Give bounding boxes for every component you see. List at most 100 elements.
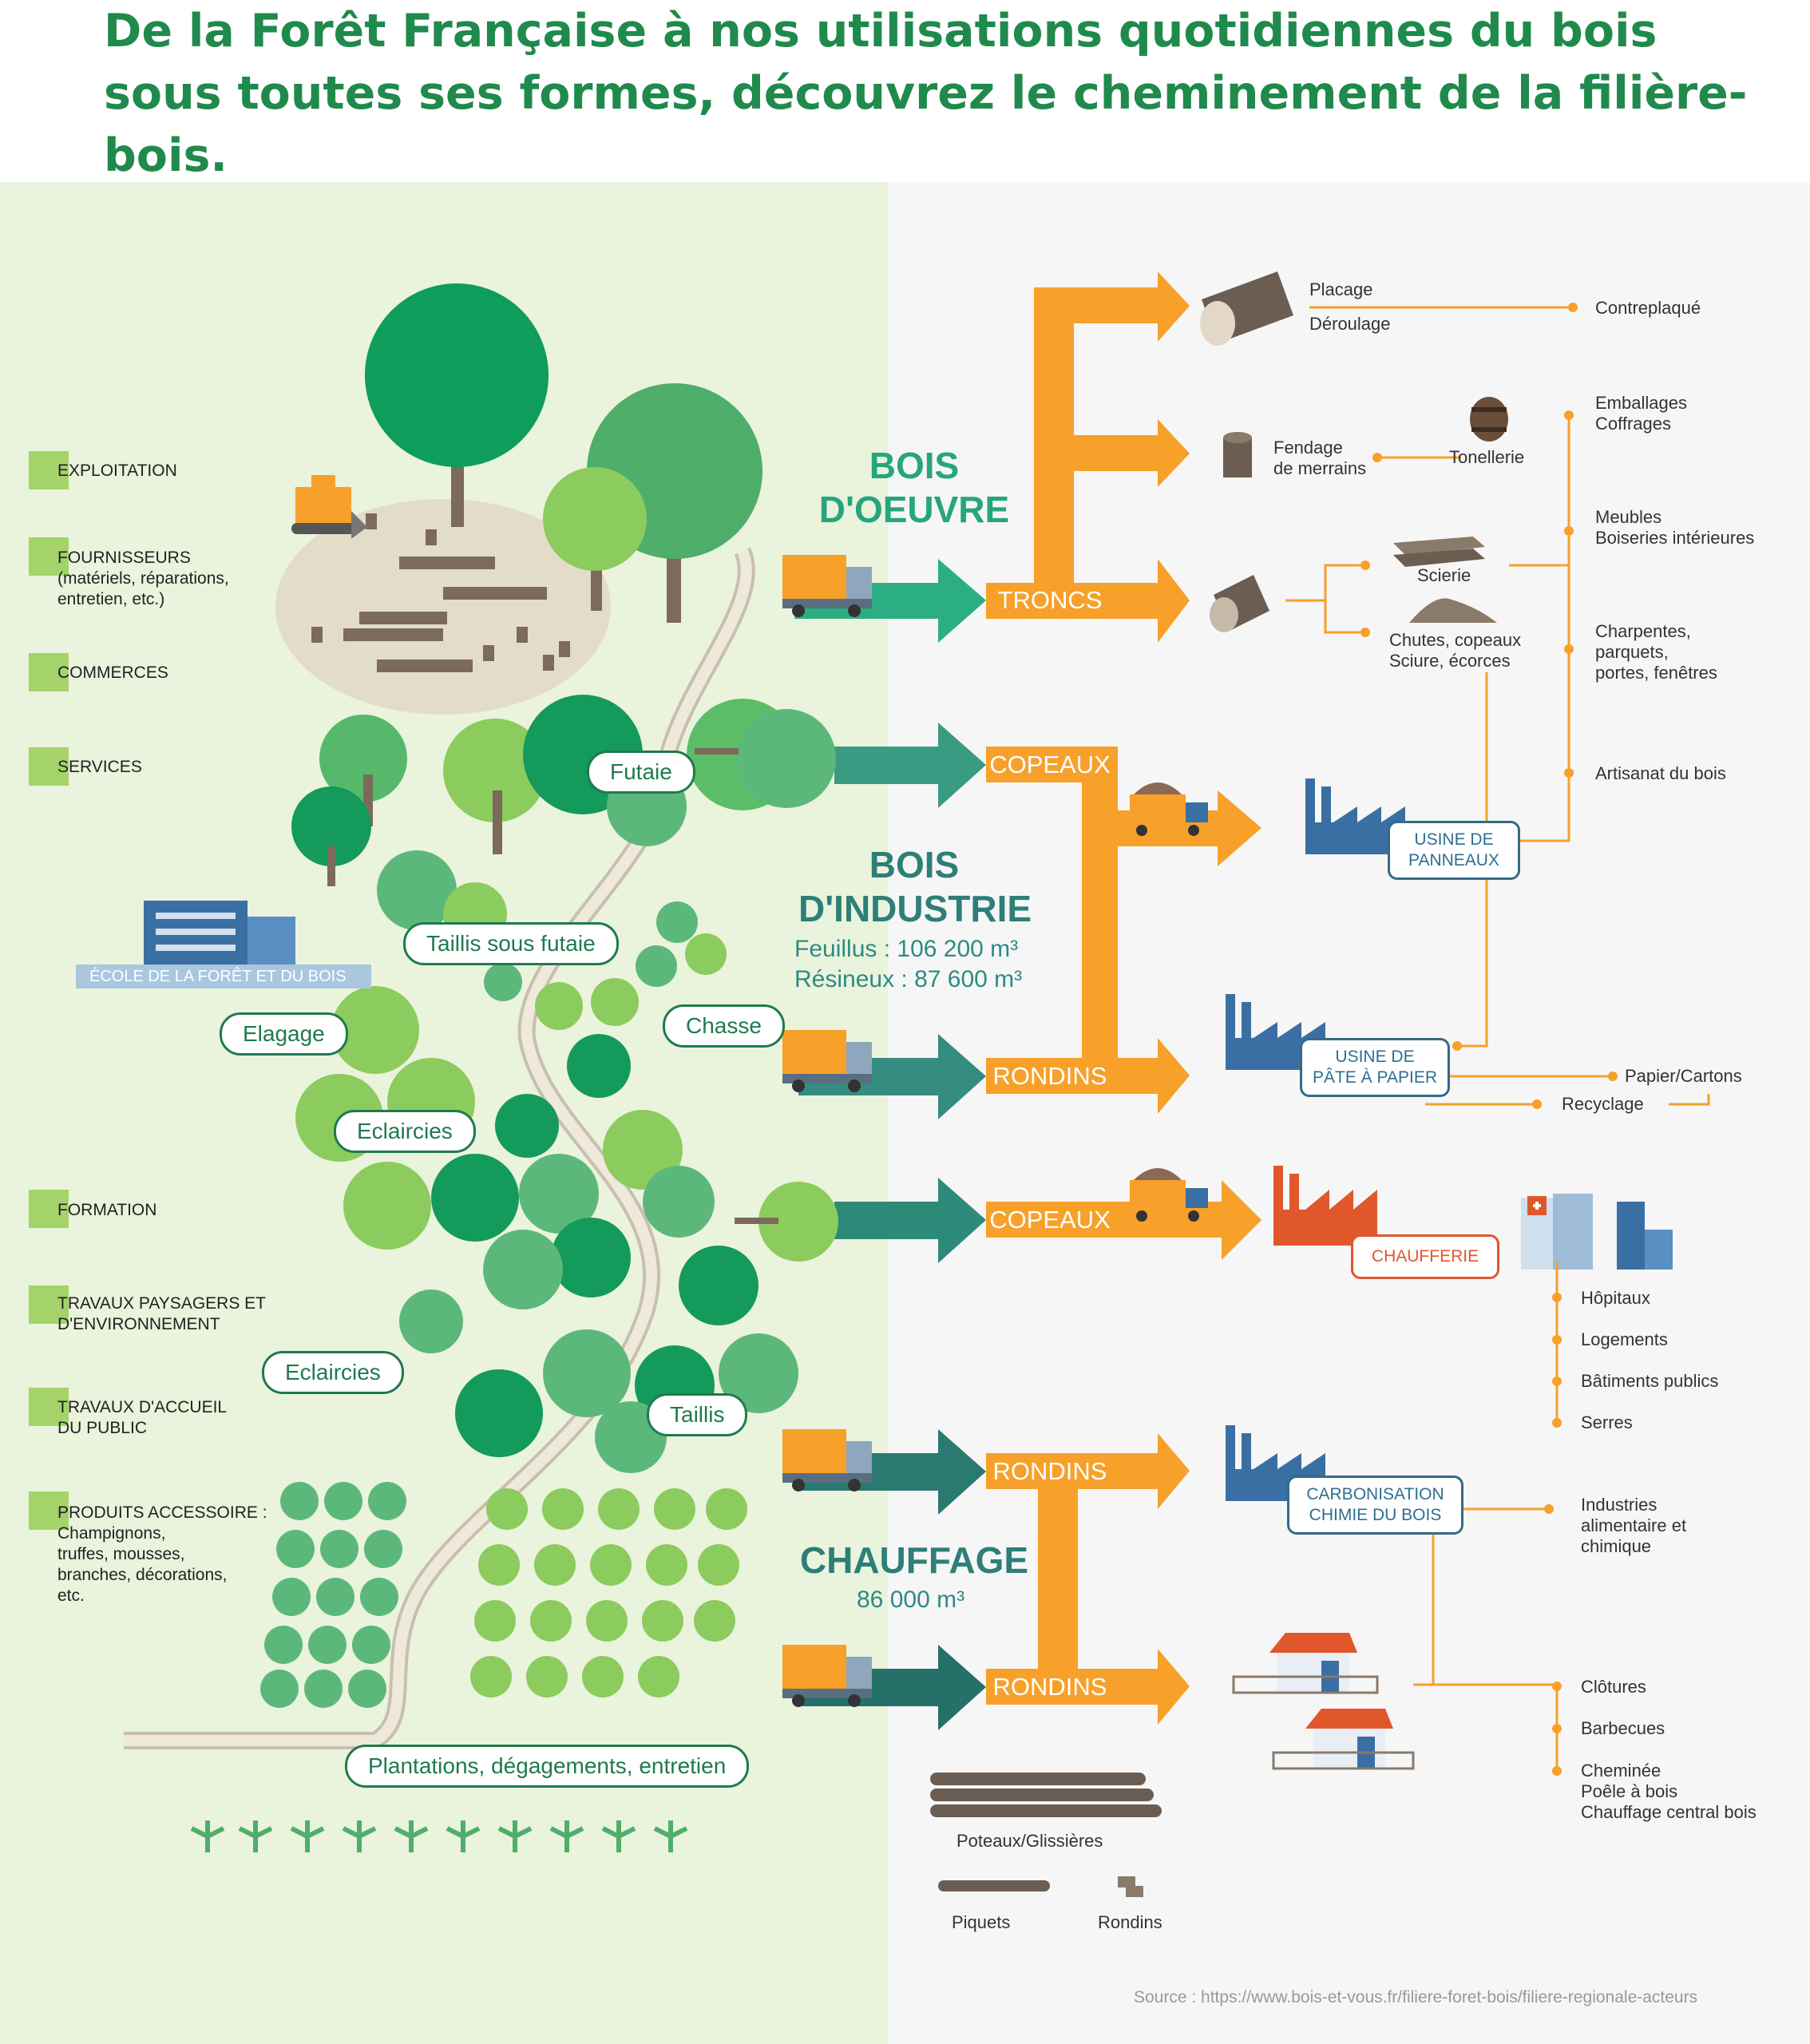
stakes-icon	[938, 1880, 1050, 1891]
apartment-icon	[1617, 1202, 1673, 1270]
house-icon-1	[1232, 1633, 1379, 1694]
bubble-chasse: Chasse	[663, 1004, 785, 1048]
house-icon-2	[1272, 1709, 1415, 1770]
resineux-volume: Résineux : 87 600 m³	[794, 966, 1023, 992]
label-alimentaire: alimentaire et	[1581, 1515, 1687, 1535]
category-square	[29, 1388, 69, 1426]
label-merrains: de merrains	[1273, 458, 1367, 478]
section-bois-industrie-1: BOIS	[869, 844, 960, 885]
bubble-futaie: Futaie	[587, 751, 695, 794]
category-travaux-paysagers-2: D'ENVIRONNEMENT	[57, 1315, 220, 1333]
category-exploitation: EXPLOITATION	[57, 461, 177, 480]
bubble-taillis: Taillis	[647, 1393, 748, 1436]
school-building-icon	[144, 901, 295, 965]
label-parquets: parquets,	[1595, 642, 1669, 662]
arrow-label-rondins-3: RONDINS	[992, 1673, 1107, 1701]
label-charpentes: Charpentes,	[1595, 621, 1691, 641]
truck-icon-3	[782, 1429, 872, 1491]
label-clotures: Clôtures	[1581, 1677, 1646, 1697]
category-square	[29, 1190, 69, 1228]
bubble-eclaircies-1: Eclaircies	[334, 1110, 476, 1153]
bulldozer-icon	[291, 475, 367, 539]
rondins-3-orange-arrow	[986, 1649, 1190, 1725]
label-portes: portes, fenêtres	[1595, 663, 1717, 683]
arrow-label-rondins-1: RONDINS	[992, 1062, 1107, 1090]
box-carbonisation-line1: CARBONISATION	[1306, 1485, 1444, 1503]
label-chauffage-central: Chauffage central bois	[1581, 1802, 1757, 1822]
label-boiseries: Boiseries intérieures	[1595, 528, 1755, 548]
truck-icon-5	[1130, 782, 1208, 836]
box-usine-panneaux-line2: PANNEAUX	[1408, 851, 1499, 869]
rondins-1-orange-arrow	[986, 1038, 1190, 1114]
chip-pile-2	[735, 1182, 838, 1262]
label-papier: Papier/Cartons	[1625, 1066, 1742, 1086]
connector-dots	[1360, 303, 1618, 1776]
section-bois-oeuvre-1: BOIS	[869, 445, 960, 486]
copeaux-2-teal-arrow	[834, 1178, 986, 1263]
category-travaux-accueil-2: DU PUBLIC	[57, 1419, 148, 1437]
category-commerces: COMMERCES	[57, 664, 168, 682]
label-chimique: chimique	[1581, 1536, 1652, 1556]
copeaux-1-teal-arrow	[834, 723, 986, 808]
category-produits-3: truffes, mousses,	[57, 1545, 185, 1563]
label-deroulage: Déroulage	[1309, 314, 1391, 334]
truck-icon-6	[1130, 1168, 1208, 1222]
label-barbecues: Barbecues	[1581, 1718, 1665, 1738]
bubble-elagage: Elagage	[220, 1012, 348, 1056]
category-produits: PRODUITS ACCESSOIRE :	[57, 1503, 267, 1522]
label-fendage: Fendage	[1273, 438, 1343, 458]
stump-icon-fendage	[1223, 432, 1252, 477]
label-artisanat: Artisanat du bois	[1595, 763, 1726, 783]
category-formation: FORMATION	[57, 1201, 157, 1219]
category-produits-4: branches, décorations,	[57, 1566, 228, 1584]
category-travaux-paysagers: TRAVAUX PAYSAGERS ET	[57, 1294, 267, 1313]
category-square	[29, 1285, 69, 1324]
troncs-green-arrow	[794, 559, 986, 643]
label-placage: Placage	[1309, 279, 1373, 299]
sawdust-pile-icon	[1409, 598, 1497, 623]
truck-icon-4	[782, 1645, 872, 1707]
seedlings	[190, 1820, 688, 1852]
page-title: De la Forêt Française à nos utilisations…	[104, 5, 1748, 182]
category-services: SERVICES	[57, 758, 142, 776]
section-chauffage: CHAUFFAGE	[799, 1539, 1029, 1581]
category-produits-5: etc.	[57, 1586, 85, 1605]
category-square	[29, 451, 69, 489]
rondins-3-teal-arrow	[798, 1645, 986, 1730]
school-label: ÉCOLE DE LA FORÊT ET DU BOIS	[89, 968, 347, 985]
label-rondins-product: Rondins	[1098, 1912, 1162, 1932]
label-batiments: Bâtiments publics	[1581, 1371, 1719, 1391]
label-cheminee: Cheminée	[1581, 1761, 1661, 1781]
box-usine-pate-line1: USINE DE	[1335, 1048, 1415, 1066]
factory-chaufferie-icon	[1273, 1166, 1377, 1246]
category-produits-2: Champignons,	[57, 1524, 166, 1543]
category-fournisseurs-detail-2: entretien, etc.)	[57, 590, 165, 608]
bubble-plantations: Plantations, dégagements, entretien	[345, 1745, 750, 1788]
school-banner	[76, 965, 371, 988]
source-link[interactable]: Source : https://www.bois-et-vous.fr/fil…	[1134, 1988, 1698, 2006]
label-serres: Serres	[1581, 1412, 1633, 1432]
planks-icon-scierie	[1393, 537, 1485, 567]
truck-icon-1	[782, 555, 872, 617]
bubble-eclaircies-2: Eclaircies	[262, 1351, 404, 1394]
feuillus-volume: Feuillus : 106 200 m³	[794, 936, 1019, 962]
label-tonnellerie: Tonellerie	[1449, 447, 1525, 467]
category-square	[29, 747, 69, 786]
copeaux-1-orange-arrow	[986, 747, 1261, 1078]
factory-panneaux-icon	[1305, 778, 1405, 854]
plantation-trees	[260, 1482, 406, 1708]
bois-oeuvre-orange-arrows	[986, 271, 1190, 643]
rondins-1-teal-arrow	[798, 1034, 986, 1119]
rondins-2-teal-arrow	[798, 1429, 986, 1515]
box-usine-pate-line2: PÂTE À PAPIER	[1313, 1068, 1437, 1087]
label-logements: Logements	[1581, 1329, 1668, 1349]
label-recyclage: Recyclage	[1562, 1094, 1644, 1114]
truck-icon-2	[782, 1030, 872, 1092]
category-square	[29, 653, 69, 691]
label-industries: Industries	[1581, 1495, 1658, 1515]
section-bois-oeuvre-2: D'OEUVRE	[818, 489, 1010, 530]
category-square	[29, 537, 69, 576]
logs-in-clearing	[311, 513, 570, 672]
label-emballages: Emballages	[1595, 393, 1687, 413]
poles-icon	[930, 1773, 1162, 1817]
